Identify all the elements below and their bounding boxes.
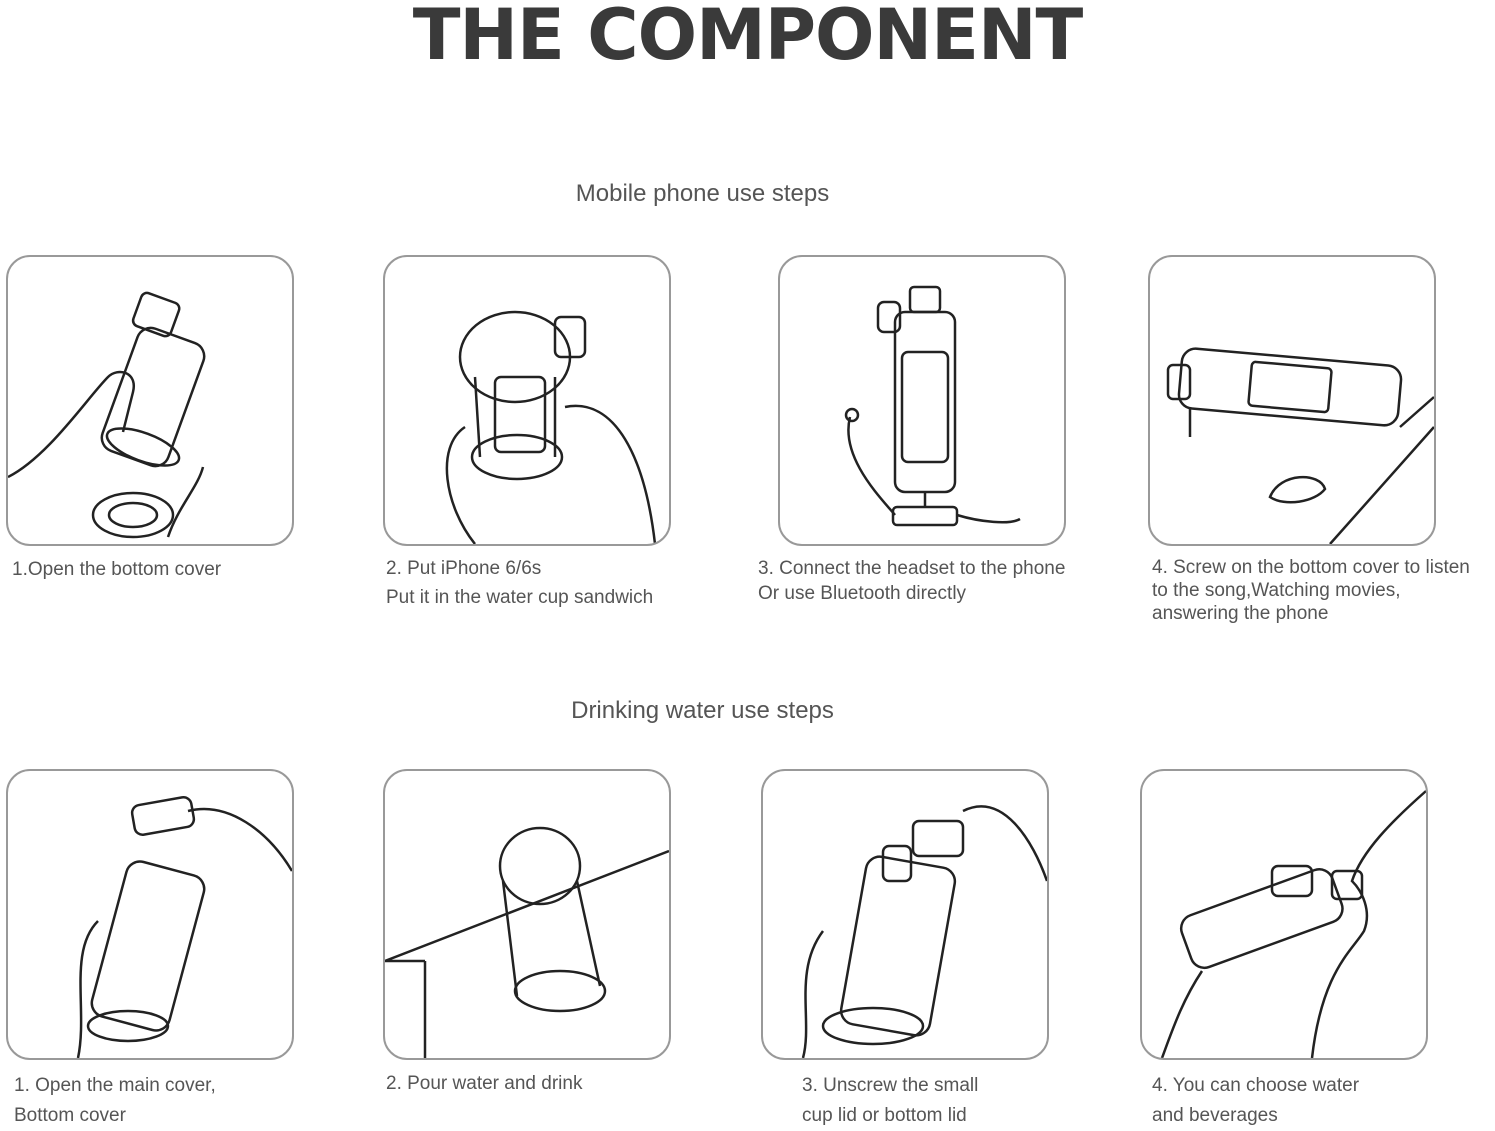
drinking-step-4-caption: 4. You can choose water and beverages	[1152, 1075, 1360, 1126]
drinking-step-1-card	[6, 769, 294, 1060]
pour-water-icon	[385, 826, 669, 1058]
drinking-step-2-caption: 2. Pour water and drink	[386, 1073, 583, 1094]
unscrew-lid-icon	[801, 805, 1047, 1058]
mobile-step-1-card	[6, 255, 294, 546]
open-main-cover-icon	[76, 796, 292, 1058]
bluetooth-earpiece-icon	[1166, 347, 1434, 544]
phone-insert-icon	[445, 310, 657, 544]
mobile-steps-heading: Mobile phone use steps	[575, 180, 830, 207]
mobile-step-3-caption: 3. Connect the headset to the phone Or u…	[758, 558, 1066, 604]
page-title: THE COMPONENT	[412, 0, 1084, 76]
bottle-open-bottom-icon	[8, 291, 206, 539]
drinking-step-3-caption: 3. Unscrew the small cup lid or bottom l…	[802, 1075, 979, 1126]
drinking-step-2-card	[383, 769, 671, 1060]
drinking-steps-heading: Drinking water use steps	[571, 697, 834, 724]
mobile-step-4-card	[1148, 255, 1436, 546]
drinking-step-4-card	[1140, 769, 1428, 1060]
mobile-step-2-card	[383, 255, 671, 546]
mobile-step-4-caption: 4. Screw on the bottom cover to listen t…	[1152, 557, 1470, 624]
drinking-person-icon	[1160, 790, 1426, 1058]
mobile-step-2-caption: 2. Put iPhone 6/6s Put it in the water c…	[386, 558, 654, 608]
drinking-step-3-card	[761, 769, 1049, 1060]
headset-connect-icon	[844, 285, 1021, 527]
mobile-step-1-caption: 1.Open the bottom cover	[12, 559, 222, 580]
drinking-step-1-caption: 1. Open the main cover, Bottom cover	[14, 1075, 216, 1126]
mobile-step-3-card	[778, 255, 1066, 546]
